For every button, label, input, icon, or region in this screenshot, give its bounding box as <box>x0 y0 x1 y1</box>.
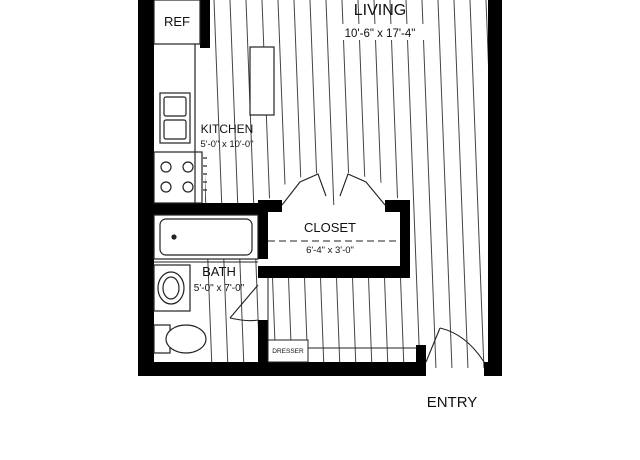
floor-line <box>550 0 564 370</box>
entry-jamb <box>416 345 426 376</box>
floor-line <box>229 0 245 368</box>
sink <box>159 92 191 144</box>
living-name: LIVING <box>354 2 406 19</box>
wall-closet-bottom <box>258 266 410 278</box>
living-dims: 10'-6" x 17'-4" <box>345 28 416 40</box>
closet-name: CLOSET <box>304 220 356 235</box>
floor-line <box>469 0 485 368</box>
dresser-area <box>268 340 308 362</box>
wall-left <box>138 0 154 376</box>
wall-right <box>488 0 502 376</box>
wall-closet-right <box>400 200 410 278</box>
dresser <box>267 278 416 363</box>
floor-line <box>389 0 405 368</box>
stove <box>153 151 203 204</box>
wall-bath-right <box>258 203 268 259</box>
dresser-label: DRESSER <box>272 348 304 355</box>
floor-line <box>437 0 453 368</box>
closet-dims: 6'-4" x 3'-0" <box>306 245 354 256</box>
entry-label: ENTRY <box>427 394 478 411</box>
kitchen-name: KITCHEN <box>201 122 254 136</box>
floor-line <box>245 0 261 368</box>
floor-line <box>213 0 229 368</box>
bath-name: BATH <box>202 264 236 279</box>
refrigerator <box>153 0 201 45</box>
doors <box>229 173 485 363</box>
closet-door-left <box>281 173 327 206</box>
toilet-bowl <box>165 324 207 354</box>
closet-door-right <box>339 173 386 206</box>
wall-bottom <box>138 362 418 376</box>
ref-label: REF <box>164 14 190 29</box>
wall-closet-top-left <box>258 200 282 212</box>
entry-door[interactable] <box>425 327 441 363</box>
kitchen-dims: 5'-0" x 10'-0" <box>200 139 253 150</box>
bath-fixtures <box>153 214 259 354</box>
floor-line <box>325 0 341 368</box>
floor-line <box>405 0 421 368</box>
floor-line <box>205 171 213 368</box>
kitchen-fixtures <box>153 0 275 204</box>
floor-line <box>534 0 548 370</box>
walls <box>138 0 502 376</box>
floor-line <box>502 0 516 370</box>
bath-dims: 5'-0" x 7'-0" <box>194 283 245 294</box>
floor-line <box>421 0 437 368</box>
wall-ref-side <box>200 0 210 48</box>
bath-door <box>229 284 259 319</box>
cabinet <box>249 46 275 116</box>
floor-line <box>518 0 532 370</box>
floor-line <box>453 0 469 368</box>
wall-bath-right-lower <box>258 320 268 370</box>
wall-kitchen-bath <box>138 203 266 215</box>
kitchen-floor <box>150 0 202 205</box>
